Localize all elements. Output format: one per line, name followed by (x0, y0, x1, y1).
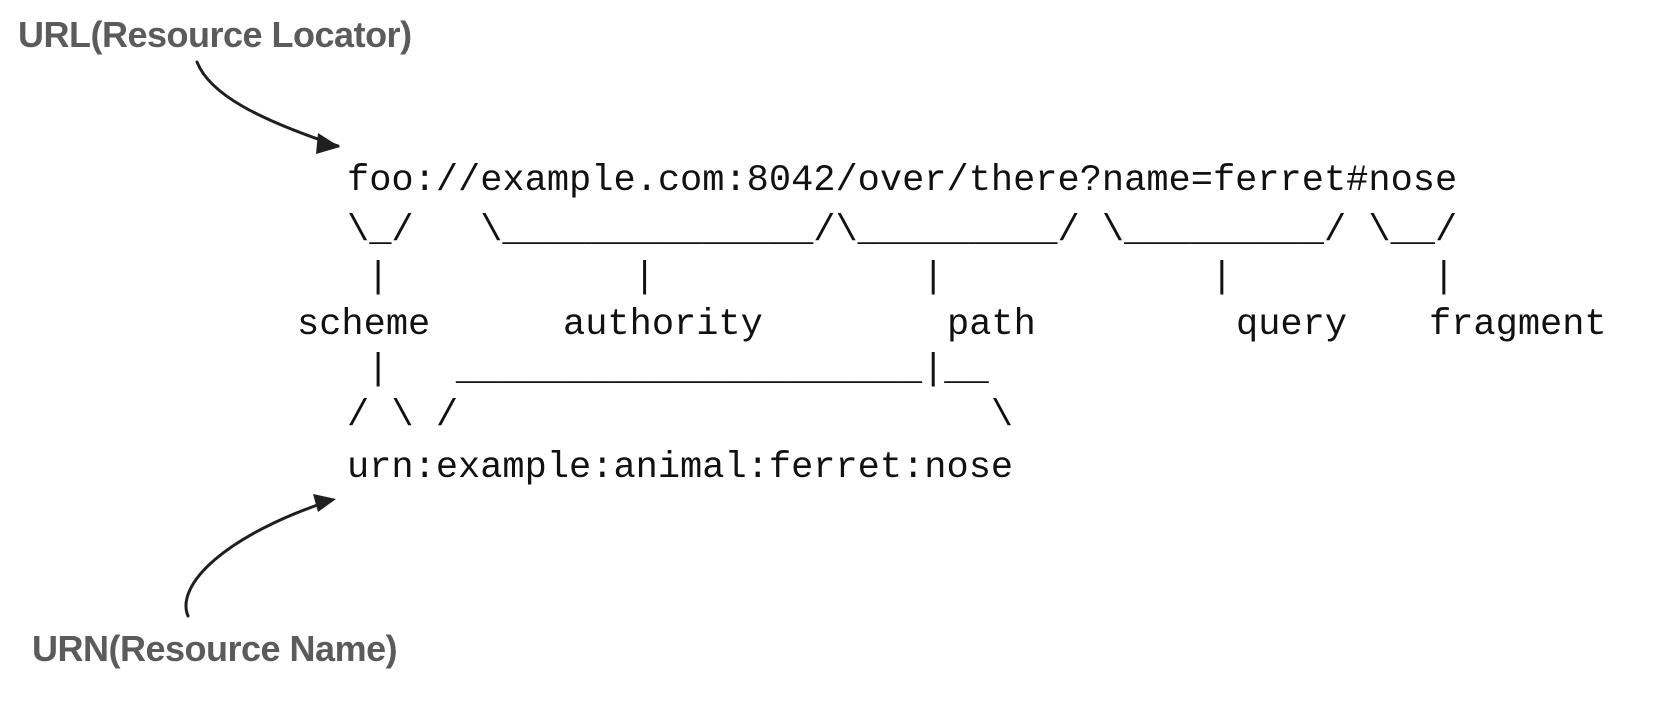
component-slashes: / \ / \ (347, 395, 1014, 437)
component-authority: authority (563, 304, 763, 346)
component-fragment: fragment (1429, 304, 1607, 346)
urn-label: URN(Resource Name) (32, 628, 398, 669)
urn-example: urn:example:animal:ferret:nose (347, 447, 1014, 489)
component-braces: \_/ \______________/\_________/ \_______… (347, 210, 1458, 252)
component-path: path (947, 304, 1036, 346)
url-example: foo://example.com:8042/over/there?name=f… (347, 160, 1458, 202)
component-scheme: scheme (297, 304, 431, 346)
component-pipes-top: | | | | | (367, 257, 1455, 299)
component-query: query (1236, 304, 1348, 346)
url-label: URL(Resource Locator) (18, 14, 412, 55)
component-pipes-bottom: | _____________________|__ (367, 349, 989, 391)
